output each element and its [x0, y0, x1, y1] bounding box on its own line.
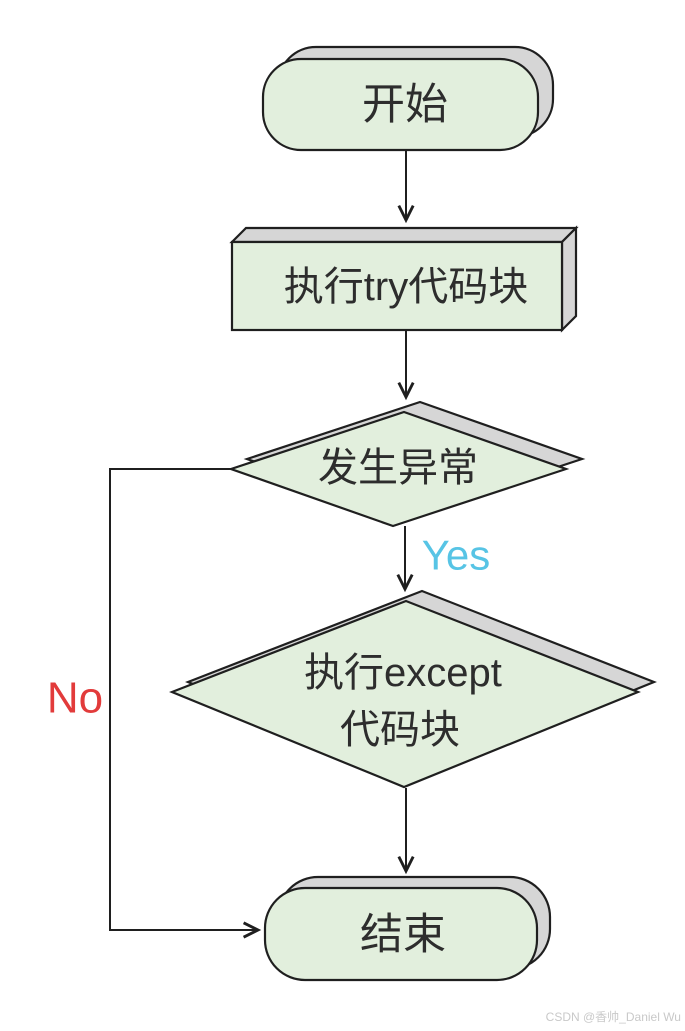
node-try-block: 执行try代码块: [229, 225, 579, 333]
edge-no-branch: [109, 468, 262, 939]
except-node-front-face: [169, 599, 641, 789]
end-node-label: 结束: [360, 911, 446, 959]
watermark-text: CSDN @香帅_Daniel Wu: [546, 1010, 681, 1024]
start-node-front-face: [261, 57, 540, 152]
node-end: 结束: [263, 875, 552, 982]
try-node-front-face: [230, 240, 564, 332]
yes-branch-label: Yes: [422, 532, 491, 579]
except-node-label-line2: 代码块: [340, 708, 460, 752]
decision-node-label: 发生异常: [318, 446, 478, 490]
start-node-label: 开始: [362, 81, 448, 129]
try-node-right-face: [560, 225, 578, 333]
try-node-label: 执行try代码块: [284, 265, 528, 309]
except-node-label-line1: 执行except: [304, 651, 502, 695]
node-except-block: 执行except 代码块: [169, 589, 657, 789]
node-start: 开始: [261, 45, 555, 152]
no-branch-label: No: [47, 673, 103, 722]
node-exception-check: 发生异常: [227, 400, 586, 528]
decision-node-front-face: [227, 410, 570, 528]
try-node-top-face: [229, 226, 579, 244]
end-node-front-face: [263, 886, 539, 982]
